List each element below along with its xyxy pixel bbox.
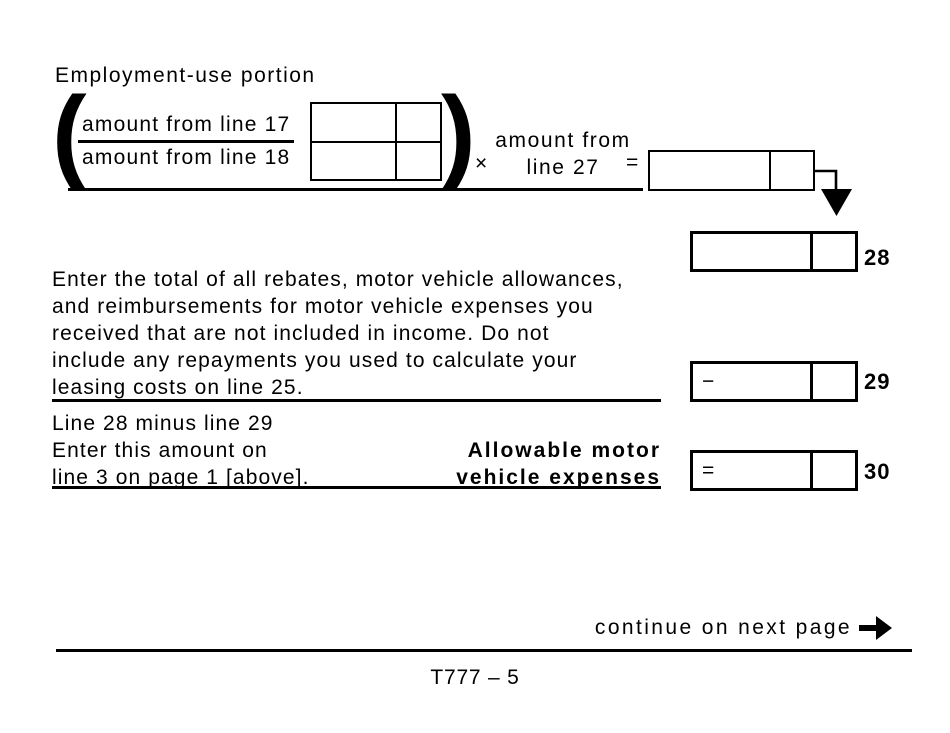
line28-dollars-field[interactable] <box>693 234 813 269</box>
form-number: T777 – 5 <box>430 666 520 689</box>
line29-cents-field[interactable] <box>813 364 855 399</box>
result-label-line2: vehicle expenses <box>456 466 661 489</box>
section-divider <box>52 399 661 402</box>
paragraph-line: Enter the total of all rebates, motor ve… <box>52 268 624 291</box>
line30-dollars-field[interactable]: = <box>693 453 813 488</box>
page-bottom-rule <box>56 649 912 652</box>
instruction-paragraph: Enter the total of all rebates, motor ve… <box>52 266 624 401</box>
multiplier-label: amount from line 27 <box>488 127 638 181</box>
line-number-28: 28 <box>864 245 891 270</box>
section-heading: Employment-use portion <box>55 64 316 87</box>
amount-box-30: = <box>690 450 858 491</box>
fraction-numerator-label: amount from line 17 <box>82 113 291 136</box>
line17-dollars-field[interactable] <box>312 104 397 141</box>
ratio-fraction: amount from line 17 amount from line 18 <box>78 112 295 171</box>
subtraction-line: line 3 on page 1 [above]. <box>52 466 310 489</box>
line29-dollars-field[interactable]: − <box>693 364 813 399</box>
fraction-denominator-label: amount from line 18 <box>82 146 291 169</box>
paragraph-line: include any repayments you used to calcu… <box>52 349 578 372</box>
equals-sign: = <box>626 151 640 174</box>
line18-dollars-field[interactable] <box>312 142 397 179</box>
result-label-line1: Allowable motor <box>467 439 661 462</box>
line28-cents-field[interactable] <box>813 234 855 269</box>
ratio-row-line17 <box>312 104 440 143</box>
paragraph-line: leasing costs on line 25. <box>52 376 304 399</box>
line30-operator: = <box>702 458 715 482</box>
close-parenthesis: ) <box>441 76 476 192</box>
result-label: Allowable motor vehicle expenses <box>456 437 661 491</box>
section-divider <box>52 486 661 489</box>
paragraph-line: and reimbursements for motor vehicle exp… <box>52 295 594 318</box>
ratio-entry-box <box>310 102 442 181</box>
ratio-row-line18 <box>312 142 440 180</box>
subtraction-line: Line 28 minus line 29 <box>52 412 274 435</box>
line27-product-cents-field[interactable] <box>771 152 813 189</box>
multiplier-label-line2: line 27 <box>526 156 600 179</box>
line29-operator: − <box>702 369 715 393</box>
subtraction-instructions: Line 28 minus line 29 Enter this amount … <box>52 410 310 491</box>
line17-cents-field[interactable] <box>397 104 440 141</box>
multiplier-label-line1: amount from <box>495 129 631 152</box>
continue-label: continue on next page <box>594 616 852 639</box>
line-number-29: 29 <box>864 369 891 394</box>
line27-product-box <box>648 150 815 191</box>
line30-cents-field[interactable] <box>813 453 855 488</box>
line-number-30: 30 <box>864 459 891 484</box>
equation-underline <box>68 188 643 191</box>
amount-box-29: − <box>690 361 858 402</box>
line18-cents-field[interactable] <box>397 143 440 180</box>
open-parenthesis: ( <box>52 76 87 192</box>
paragraph-line: received that are not included in income… <box>52 322 550 345</box>
multiply-sign: × <box>475 152 489 175</box>
arrow-right-icon <box>859 615 892 640</box>
subtraction-line: Enter this amount on <box>52 439 268 462</box>
continue-note: continue on next page <box>595 614 893 641</box>
amount-box-28 <box>690 231 858 272</box>
arrow-down-icon <box>815 169 852 216</box>
line27-product-dollars-field[interactable] <box>650 152 771 189</box>
